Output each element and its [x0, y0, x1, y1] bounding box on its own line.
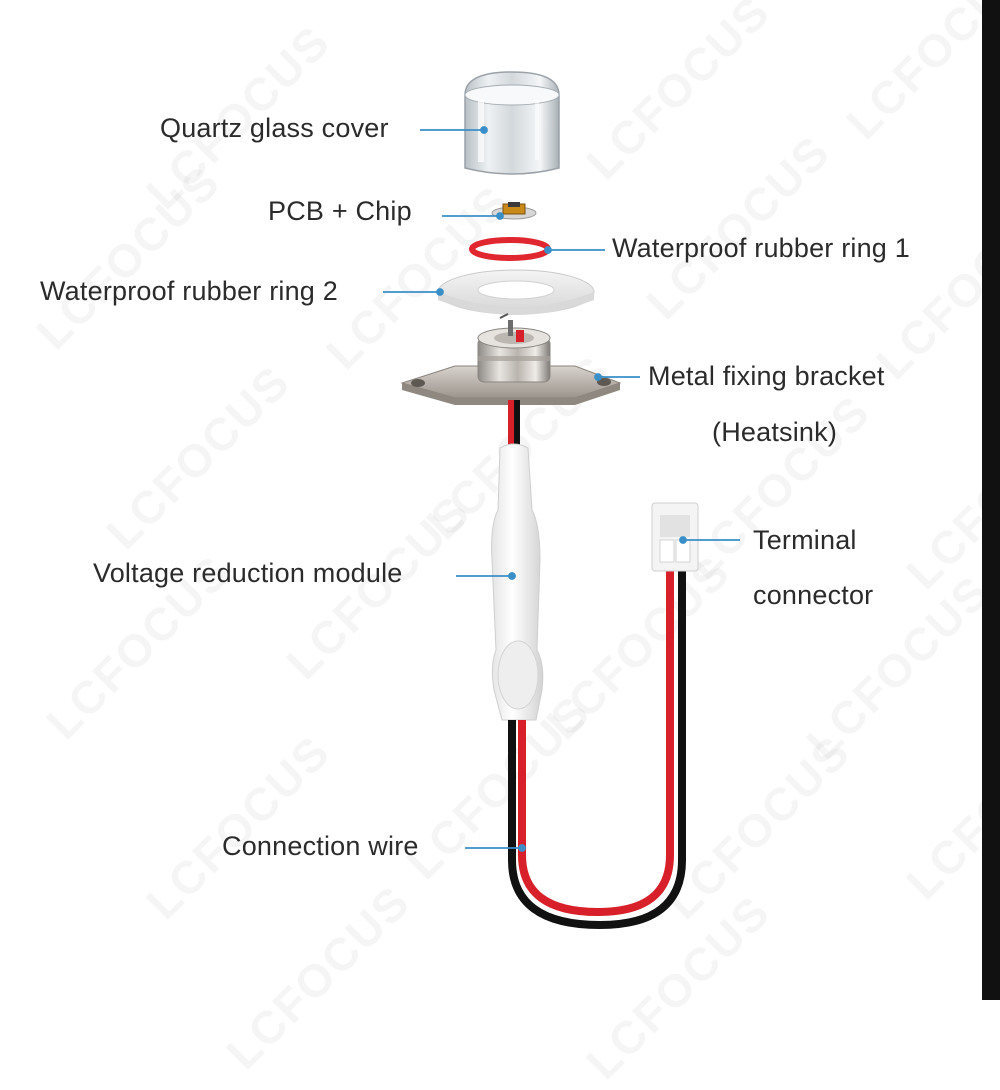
label-metal-fixing-bracket: Metal fixing bracket [648, 361, 885, 391]
waterproof-ring-2 [437, 269, 595, 315]
label-pcb-chip: PCB + Chip [268, 196, 412, 226]
label-quartz-glass-cover: Quartz glass cover [160, 113, 389, 143]
label-heatsink: (Heatsink) [712, 417, 838, 447]
label-waterproof-ring-1: Waterproof rubber ring 1 [612, 233, 910, 263]
terminal-connector [651, 502, 699, 572]
label-waterproof-ring-2: Waterproof rubber ring 2 [40, 276, 338, 306]
metal-fixing-bracket [400, 313, 622, 405]
label-voltage-reduction-module: Voltage reduction module [93, 558, 403, 588]
label-connector: connector [753, 580, 874, 610]
component-illustration [383, 71, 740, 930]
waterproof-ring-1 [469, 237, 551, 261]
voltage-reduction-module [491, 443, 544, 721]
quartz-glass-cover [464, 71, 560, 175]
upper-wires [508, 400, 520, 450]
label-terminal: Terminal [753, 525, 857, 555]
leader-lines [383, 126, 740, 852]
label-connection-wire: Connection wire [222, 831, 419, 861]
connection-wire [508, 570, 686, 930]
